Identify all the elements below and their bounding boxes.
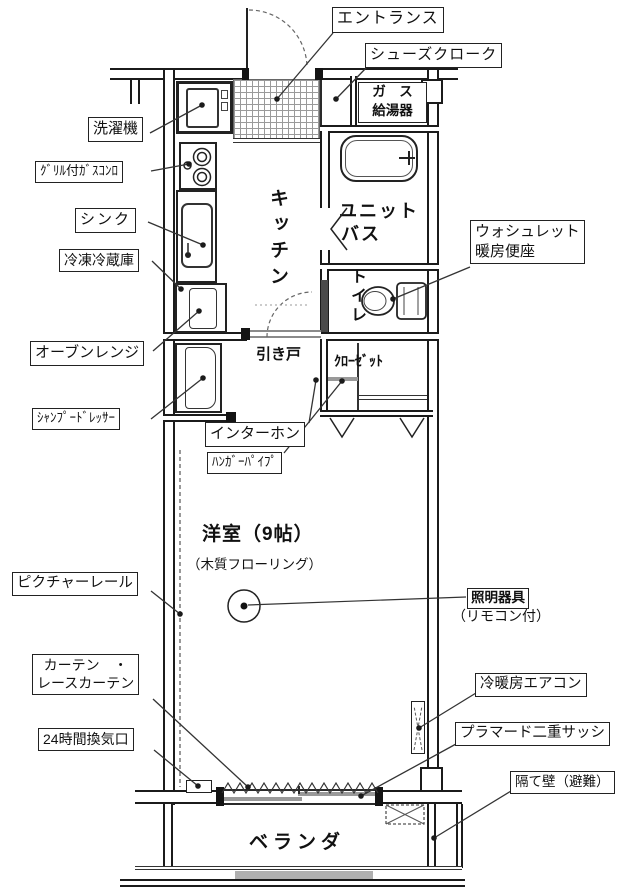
room-unitbath-line1: ユニット: [339, 201, 419, 221]
sink-basin: [181, 203, 213, 268]
callout-entrance: エントランス: [332, 7, 444, 33]
light-remote-note: （リモコン付）: [452, 608, 550, 624]
balcony-rail-gray: [235, 871, 373, 879]
balcony-left-wall: [163, 804, 173, 868]
closet-bottom-wall: [320, 410, 433, 417]
callout-gas-stove: ｸﾞﾘﾙ付ｶﾞｽｺﾝﾛ: [35, 161, 124, 183]
kitchen-divider-wall: [163, 332, 247, 341]
washing-machine-panel: [221, 90, 228, 99]
callout-intercom: インターホン: [205, 422, 306, 447]
callout-shoes-cloak: シューズクローク: [365, 43, 503, 68]
room-main-label: 洋室（9帖）: [202, 524, 314, 545]
fridge-oven-inner: [189, 288, 217, 329]
window-pane-left: [222, 797, 302, 801]
callout-double-sash: プラマード二重サッシ: [455, 722, 610, 746]
room-kitchen-label: キッチン: [267, 188, 288, 292]
entrance-step-edge: [233, 138, 320, 143]
window-center-tick: [298, 786, 300, 794]
sliding-door-stop: [241, 328, 250, 340]
bath-door-symbol: [330, 207, 348, 251]
stove-burners-icon: [183, 147, 212, 187]
entrance-opening-cap-left: [242, 68, 249, 80]
sink-faucet-icon: [185, 243, 191, 258]
toilet-bottom-wall: [320, 332, 439, 341]
door-swing-arc: [266, 291, 313, 338]
callout-vent-24h: 24時間換気口: [38, 728, 134, 752]
evacuation-hatch-icon: [385, 804, 425, 825]
window-cap-right: [375, 787, 383, 806]
closet-door-symbol-left: [329, 417, 355, 439]
callout-light-fixture: 照明器具: [467, 588, 529, 609]
leader-dots: [177, 96, 437, 841]
entrance-door-swing-arc: [248, 9, 308, 68]
sliding-door-label: 引き戸: [256, 346, 302, 363]
sliding-door: [247, 330, 321, 338]
callout-curtain-line2: レースカーテン: [37, 675, 135, 692]
balcony-floor-edge: [135, 866, 462, 870]
closet-label: ｸﾛｰｾﾞｯﾄ: [334, 353, 383, 369]
callout-partition-wall: 隔て壁（避難）: [510, 771, 615, 794]
top-wall-left: [110, 68, 248, 80]
left-wall-stub: [130, 80, 140, 104]
toilet-door-leaf: [320, 280, 328, 332]
bath-left-wall-lower: [320, 250, 330, 270]
callout-washing-machine: 洗濯機: [88, 117, 144, 142]
callout-shampoo-dresser: ｼｬﾝﾌﾟｰﾄﾞﾚｯｻｰ: [32, 408, 120, 430]
callout-washlet-line2: 暖房便座: [475, 242, 536, 260]
callout-hanger-pipe: ﾊﾝｶﾞｰﾊﾟｲﾌﾟ: [207, 452, 282, 474]
window-cap-left: [216, 787, 224, 806]
neighbor-balcony-wall: [456, 804, 463, 868]
room-flooring-note: （木質フローリング）: [187, 557, 322, 572]
callout-oven-range: オーブンレンジ: [30, 341, 145, 366]
bath-bottom-wall: [320, 263, 439, 271]
washing-machine-panel2: [221, 102, 228, 111]
bathtub-faucet-icon: [399, 151, 415, 165]
gas-heater-label-line1: ガ ス: [372, 84, 413, 99]
callout-curtain-line1: カーテン ・: [43, 657, 128, 673]
tile-cloak-line: [320, 80, 322, 127]
gas-heater-label: ガ ス 給湯器: [358, 82, 427, 123]
closet-divider-line: [357, 343, 359, 410]
closet-door-symbol-right: [399, 417, 425, 439]
callout-picture-rail: ピクチャーレール: [12, 572, 138, 596]
right-wall: [427, 70, 439, 792]
alcove-wall-cap: [226, 412, 236, 424]
bath-left-wall-upper: [320, 131, 330, 208]
window-top-line: [222, 789, 378, 791]
window-pane-right: [298, 792, 378, 796]
callout-aircon: 冷暖房エアコン: [475, 673, 587, 697]
balcony-outer-wall: [120, 879, 465, 887]
gas-heater-label-line2: 給湯器: [372, 102, 413, 118]
closet-left-wall: [320, 339, 328, 413]
room-unitbath-line2: バス: [341, 224, 381, 244]
entrance-tile-floor: [233, 79, 320, 139]
corner-pillar: [420, 767, 443, 792]
cloak-heater-wall: [350, 76, 357, 127]
window-bottom-line: [222, 803, 378, 805]
closet-shelf: [359, 395, 427, 400]
alcove-bottom-wall: [163, 414, 233, 422]
shampoo-dresser-basin: [185, 347, 216, 409]
callout-fridge: 冷凍冷蔵庫: [59, 249, 139, 273]
callout-curtain: カーテン ・ レースカーテン: [32, 654, 140, 696]
entrance-opening-cap-right: [315, 68, 323, 80]
callout-sink: シンク: [75, 208, 137, 233]
toilet-icon: [361, 282, 427, 320]
room-bottom-wall-left: [135, 790, 222, 804]
callout-washlet: ウォシュレット 暖房便座: [470, 220, 585, 264]
leader-lines: [147, 32, 512, 839]
callout-washlet-line1: ウォシュレット: [475, 223, 580, 240]
bath-top-wall: [320, 125, 439, 133]
room-veranda-label: ベランダ: [249, 832, 346, 853]
room-toilet-label: トイレ: [348, 268, 365, 325]
washing-machine-door: [186, 88, 219, 128]
ceiling-light-icon: [227, 589, 467, 623]
left-wall: [163, 70, 175, 805]
